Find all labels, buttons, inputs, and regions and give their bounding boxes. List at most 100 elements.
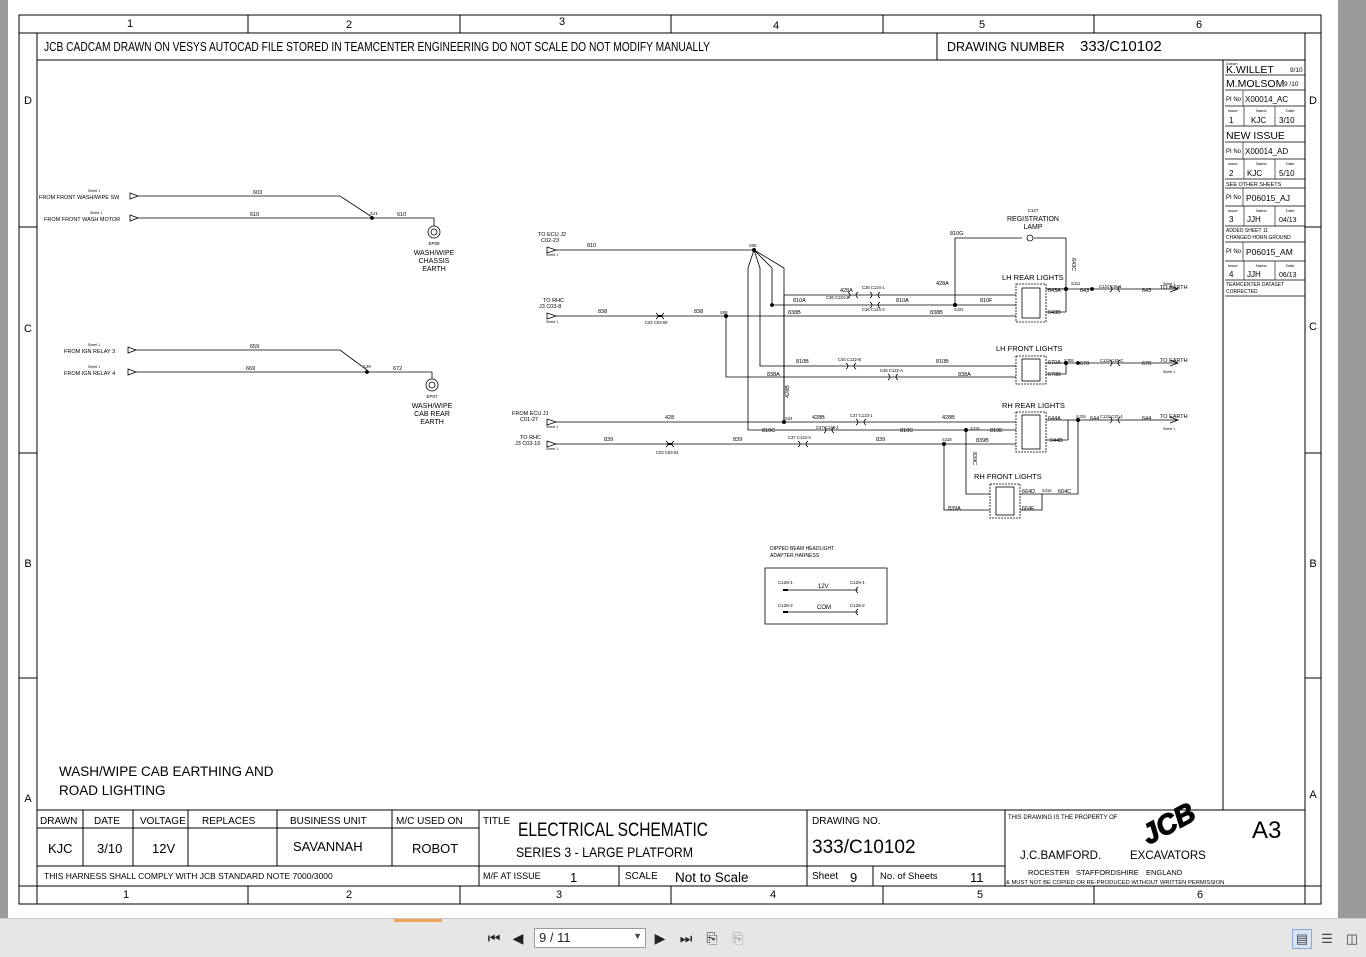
component-label: RH FRONT LIGHTS — [974, 472, 1042, 481]
column-ticks — [19, 15, 1321, 904]
source-label: FROM IGN RELAY 3 — [64, 349, 115, 355]
component-label: LH FRONT LIGHTS — [996, 344, 1063, 353]
col-label: 2 — [346, 19, 352, 31]
connector-label: C02 C03-04 — [656, 450, 679, 455]
connector-label: C36 C124-2 — [826, 295, 849, 300]
col-label: 1 — [123, 889, 129, 901]
svg-text:670B: 670B — [1048, 372, 1061, 378]
back-view-icon: ⎘ — [706, 929, 718, 946]
drawing-number: 333/C10102 — [1080, 38, 1162, 55]
svg-text:Date: Date — [1286, 161, 1295, 166]
svg-text:810G: 810G — [950, 231, 963, 237]
svg-text:Sheet: Sheet — [812, 871, 838, 882]
go-forward-button[interactable]: ⎘ — [728, 927, 748, 949]
svg-text:644A: 644A — [1048, 416, 1061, 422]
continuous-view-button[interactable]: ☰ — [1317, 929, 1337, 949]
wire-label: 810 — [587, 243, 596, 249]
svg-text:810B: 810B — [936, 359, 949, 365]
svg-text:Sheet 1: Sheet 1 — [90, 211, 102, 215]
svg-text:Date: Date — [1286, 263, 1295, 268]
svg-text:428A: 428A — [936, 281, 949, 287]
wire-label: 659 — [250, 344, 259, 350]
svg-text:839C: 839C — [971, 452, 977, 465]
revision-note: TEAMCENTER DATASET — [1226, 282, 1284, 288]
svg-text:C127: C127 — [1028, 208, 1039, 213]
svg-text:PI No: PI No — [1226, 249, 1242, 255]
svg-text:CORRECTED: CORRECTED — [1226, 289, 1258, 295]
page-display: 9 / 11 — [539, 930, 571, 945]
svg-text:CAB REAR: CAB REAR — [414, 411, 450, 418]
svg-text:810F: 810F — [980, 298, 993, 304]
row-label: D — [1309, 95, 1317, 107]
svg-text:BUSINESS UNIT: BUSINESS UNIT — [290, 816, 367, 827]
row-label: C — [24, 323, 32, 335]
schematic-svg: 1 2 3 4 5 6 1 2 3 4 5 6 D C B A D C B A … — [18, 14, 1322, 905]
value-drawn: KJC — [48, 841, 73, 856]
svg-text:J3 C03-8: J3 C03-8 — [539, 304, 561, 310]
drawing-sheet: 1 2 3 4 5 6 1 2 3 4 5 6 D C B A D C B A … — [8, 0, 1338, 918]
splice-label: SJ19 — [1076, 414, 1086, 419]
svg-text:839B: 839B — [976, 438, 989, 444]
svg-text:Drawn: Drawn — [1226, 61, 1238, 66]
connector-label: C36 C124-1 — [862, 285, 885, 290]
compliance-note: THIS HARNESS SHALL COMPLY WITH JCB STAND… — [44, 871, 333, 881]
connector-label: C122 C45-C — [1100, 358, 1123, 363]
svg-text:643: 643 — [1080, 288, 1089, 294]
svg-text:JJH: JJH — [1247, 270, 1261, 279]
connector-label: C36 C124-3 — [862, 307, 885, 312]
drawn-by: K.WILLET — [1226, 64, 1274, 76]
next-page-button[interactable]: ▶ — [650, 927, 670, 949]
splice-label: SJ18 — [942, 437, 952, 442]
svg-text:C129-2: C129-2 — [850, 603, 865, 608]
col-label: 2 — [346, 889, 352, 901]
checked-date: 9 /10 — [1284, 81, 1299, 88]
revision-pino: P06015_AM — [1246, 247, 1293, 257]
splice-label: SJ22 — [954, 307, 964, 312]
svg-text:C02-23: C02-23 — [541, 238, 559, 244]
drawing-number-label: DRAWING NUMBER — [947, 40, 1065, 54]
svg-text:Sheet 1: Sheet 1 — [546, 447, 558, 451]
left-wiring — [127, 192, 441, 392]
wire-label: 603 — [253, 190, 262, 196]
jcb-logo-text: JCB — [1136, 797, 1200, 851]
svg-text:KJC: KJC — [1247, 169, 1262, 178]
svg-text:644B: 644B — [1050, 438, 1063, 444]
svg-text:644: 644 — [1142, 416, 1151, 422]
drawing-title-line2: ROAD LIGHTING — [59, 783, 166, 798]
connector-label: C45 C122-A — [880, 368, 903, 373]
last-page-button[interactable]: ⏭ — [676, 927, 696, 949]
splice-label: S08 — [749, 243, 757, 248]
component-label: RH REAR LIGHTS — [1002, 401, 1065, 410]
svg-text:Issue: Issue — [1228, 108, 1238, 113]
svg-text:ENGLAND: ENGLAND — [1146, 868, 1183, 877]
svg-text:CHASSIS: CHASSIS — [419, 258, 450, 265]
row-label: A — [1309, 789, 1317, 801]
connector-label: C45 C122-B — [838, 357, 861, 362]
right-wiring — [546, 234, 1180, 519]
first-page-button[interactable]: ⏮ — [484, 927, 504, 949]
svg-text:643A: 643A — [1048, 288, 1061, 294]
wire-label: 610 — [397, 212, 406, 218]
single-page-view-button[interactable]: ▤ — [1292, 929, 1312, 949]
facing-view-button[interactable]: ◫ — [1342, 929, 1362, 949]
svg-text:Sheet 1: Sheet 1 — [1163, 370, 1175, 374]
svg-text:& MUST NOT BE COPIED OR RE-PRO: & MUST NOT BE COPIED OR RE-PRODUCED WITH… — [1006, 880, 1224, 886]
col-label: 4 — [773, 20, 779, 32]
row-label: C — [1309, 321, 1317, 333]
go-back-button[interactable]: ⎘ — [702, 927, 722, 949]
connector-label: C02 C03-06 — [645, 320, 668, 325]
input-label: FROM ECU J1 — [512, 411, 549, 417]
svg-text:1: 1 — [570, 870, 577, 885]
svg-text:ROCESTER: ROCESTER — [1028, 868, 1070, 877]
previous-page-button[interactable]: ◀ — [508, 927, 528, 949]
svg-text:EARTH: EARTH — [422, 266, 446, 273]
splice-label: SJ1 — [370, 211, 378, 216]
svg-text:No. of Sheets: No. of Sheets — [880, 871, 938, 882]
sheet-value: 9 — [850, 870, 857, 885]
page-selector[interactable]: 9 / 11 ▼ — [534, 928, 646, 948]
svg-text:838A: 838A — [767, 372, 780, 378]
svg-text:Sheet 1: Sheet 1 — [88, 189, 100, 193]
svg-text:810C: 810C — [762, 428, 775, 434]
connector-label: C37 C123-2 — [816, 425, 839, 430]
wire-label: 672 — [393, 366, 402, 372]
